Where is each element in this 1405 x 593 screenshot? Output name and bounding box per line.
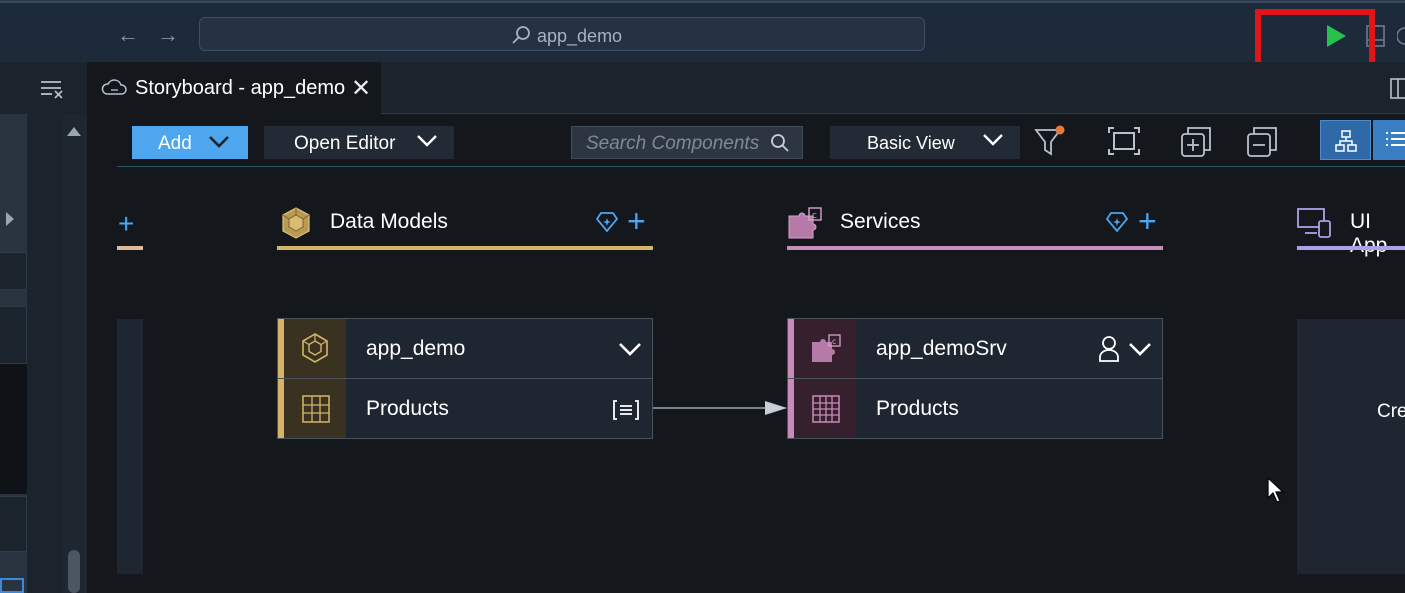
expand-all-icon[interactable] [1176,122,1216,160]
back-arrow-icon[interactable]: ← [117,22,139,47]
ui-app-device-icon [1297,208,1331,238]
svg-text:c: c [812,211,817,221]
add-column-item-icon[interactable]: + [118,208,135,239]
chevron-down-icon [983,134,1003,146]
side-panel-scroll-column[interactable] [63,114,87,593]
title-bar-top-line [0,1,1405,3]
chevron-down-icon[interactable] [1128,341,1152,357]
entity-table-icon [302,395,330,423]
clear-list-icon[interactable] [40,79,64,99]
open-editor-button[interactable]: Open Editor [264,126,454,159]
card-icon-cell: c [794,319,856,378]
search-components-placeholder: Search Components [586,133,760,154]
ui-apps-title: UI App [1350,210,1387,257]
scrollbar-thumb[interactable] [68,550,80,593]
side-item-dark [0,364,27,494]
tab-storyboard[interactable]: Storyboard - app_demo ✕ [87,62,381,115]
ui-app-create-text: Cre [1377,401,1405,422]
search-icon [512,26,530,44]
run-icon[interactable] [1325,24,1347,48]
basic-view-label: Basic View [867,133,955,153]
command-center-text: app_demo [537,26,623,46]
data-models-underline [277,246,653,250]
ui-apps-underline [1297,246,1405,250]
user-icon[interactable] [1098,335,1120,363]
filter-icon[interactable] [1030,122,1070,160]
data-model-icon [282,207,310,239]
ui-app-card[interactable]: Cre [1297,319,1405,574]
service-card[interactable]: c app_demoSrv Products [787,318,1163,439]
add-service-icon[interactable]: + [1138,203,1157,239]
mouse-cursor-icon [1267,477,1285,503]
expand-arrow-icon[interactable] [4,211,16,227]
fit-to-screen-icon[interactable] [1104,122,1144,160]
card-divider [788,378,1162,379]
side-item[interactable] [0,496,27,552]
column-body [117,319,143,574]
command-center-search[interactable]: app_demo [199,17,925,51]
data-model-card[interactable]: app_demo Products [277,318,653,439]
scroll-up-icon[interactable] [67,126,81,136]
ai-gem-icon[interactable] [1105,211,1129,233]
entity-table-icon [812,395,840,423]
hierarchy-icon [1335,130,1357,152]
services-underline [787,246,1163,250]
search-icon [771,134,789,152]
cloud-icon [101,79,127,95]
association-arrow [653,401,787,415]
chevron-down-icon [417,135,437,147]
services-title: Services [840,210,921,233]
diagram-layout-button[interactable] [1320,120,1371,160]
service-puzzle-icon: c [812,334,841,362]
split-editor-icon[interactable] [1390,78,1405,100]
ai-gem-icon[interactable] [595,211,619,233]
data-model-name: app_demo [366,337,466,360]
svg-text:c: c [832,337,836,346]
service-name: app_demoSrv [876,337,1007,360]
open-editor-label: Open Editor [294,133,396,154]
layout-toggle-group [1320,120,1405,160]
card-icon-cell [284,379,346,438]
list-icon [1386,132,1405,146]
add-button-label: Add [158,133,192,154]
tab-close-icon[interactable]: ✕ [351,75,372,102]
service-entity-name[interactable]: Products [876,397,959,420]
forward-arrow-icon[interactable]: → [157,22,179,47]
service-puzzle-icon: c [788,207,822,239]
tab-label: Storyboard - app_demo [135,77,346,99]
entity-details-icon[interactable] [612,399,640,421]
entity-name[interactable]: Products [366,397,449,420]
data-model-icon [302,333,328,363]
column-underline [117,246,143,250]
side-selected-item[interactable] [0,578,24,593]
add-button[interactable]: Add [132,126,248,159]
chevron-down-icon[interactable] [618,341,642,357]
basic-view-select[interactable]: Basic View [830,126,1020,159]
search-components-input[interactable]: Search Components [571,126,803,159]
data-models-title: Data Models [330,210,448,233]
list-layout-button[interactable] [1373,120,1405,160]
side-item[interactable] [0,252,27,290]
add-data-model-icon[interactable]: + [627,203,646,239]
chevron-down-icon [209,136,229,148]
storyboard-toolbar [117,117,1405,167]
more-icon[interactable] [1397,24,1405,48]
card-divider [278,378,652,379]
collapse-all-icon[interactable] [1242,122,1282,160]
side-item[interactable] [0,306,27,364]
card-icon-cell [794,379,856,438]
card-icon-cell [284,319,346,378]
